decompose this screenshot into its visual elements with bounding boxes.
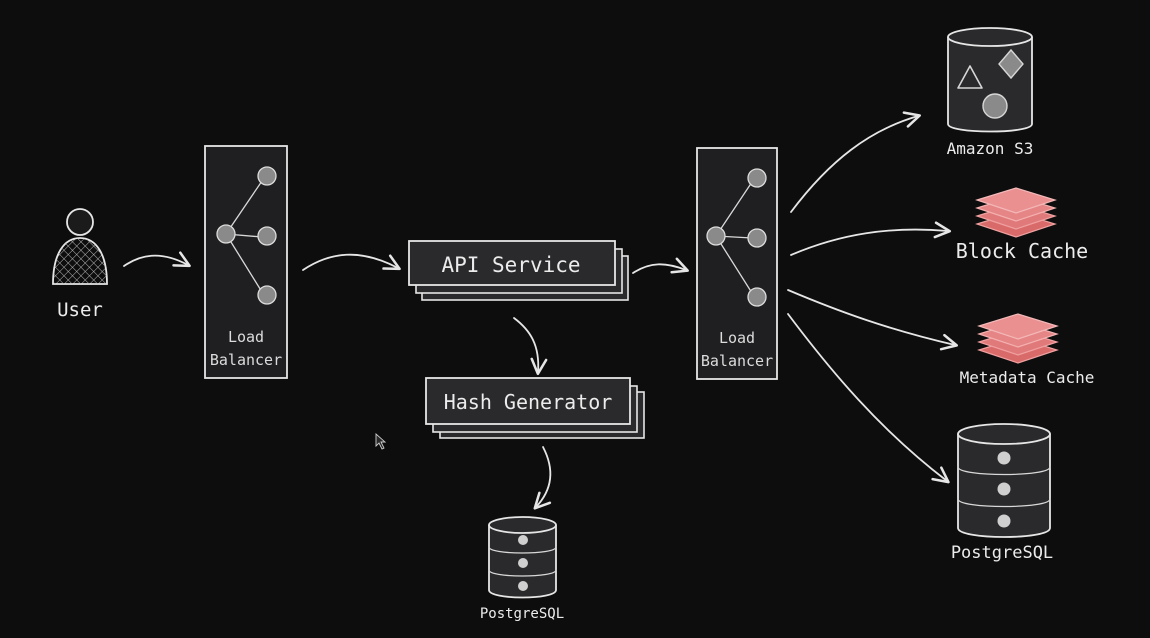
- postgresql-small-label: PostgreSQL: [480, 606, 564, 622]
- cursor-icon: [375, 432, 387, 450]
- arrow-lb2-to-meta-cache: [787, 289, 959, 351]
- lb1-label-line2: Balancer: [210, 351, 282, 369]
- layers-icon: [975, 187, 1057, 238]
- database-icon: [488, 516, 557, 599]
- arrows: [123, 111, 959, 510]
- arrow-lb2-to-s3: [790, 111, 921, 213]
- lb1-label-line1: Load: [228, 328, 264, 346]
- user-node: User: [52, 208, 108, 321]
- block-cache-node: Block Cache: [956, 187, 1088, 263]
- arrow-api-to-hash: [513, 317, 548, 376]
- bucket-icon: [947, 27, 1033, 133]
- arrow-api-to-lb2: [632, 257, 689, 274]
- hash-generator-label: Hash Generator: [444, 390, 613, 414]
- metadata-cache-node: Metadata Cache: [960, 313, 1095, 387]
- arrow-lb2-to-block-cache: [790, 221, 952, 256]
- lb2-label-line1: Load: [719, 329, 755, 347]
- user-label: User: [57, 299, 103, 321]
- block-cache-label: Block Cache: [956, 239, 1088, 263]
- user-icon: [52, 208, 108, 285]
- arrow-lb1-to-api: [302, 253, 401, 271]
- api-service-node: API Service: [408, 240, 629, 301]
- postgresql-large-node: PostgreSQL: [951, 423, 1053, 563]
- layers-icon: [977, 313, 1059, 364]
- lb2-label-line2: Balancer: [701, 352, 773, 370]
- amazon-s3-node: Amazon S3: [947, 27, 1034, 158]
- api-service-label: API Service: [441, 253, 580, 277]
- load-balancer-1: Load Balancer: [204, 145, 288, 379]
- load-balancer-2: Load Balancer: [696, 147, 778, 380]
- arrow-user-to-lb1: [123, 251, 191, 268]
- amazon-s3-label: Amazon S3: [947, 139, 1034, 158]
- database-icon: [957, 423, 1051, 538]
- arrow-lb2-to-pg-large: [787, 313, 950, 484]
- postgresql-large-label: PostgreSQL: [951, 543, 1053, 563]
- postgresql-small-node: PostgreSQL: [480, 516, 564, 622]
- hash-generator-node: Hash Generator: [425, 377, 645, 439]
- metadata-cache-label: Metadata Cache: [960, 368, 1095, 387]
- arrow-hash-to-pg: [533, 446, 552, 510]
- lb1-node-graph: [216, 166, 277, 305]
- lb2-node-graph: [706, 168, 767, 307]
